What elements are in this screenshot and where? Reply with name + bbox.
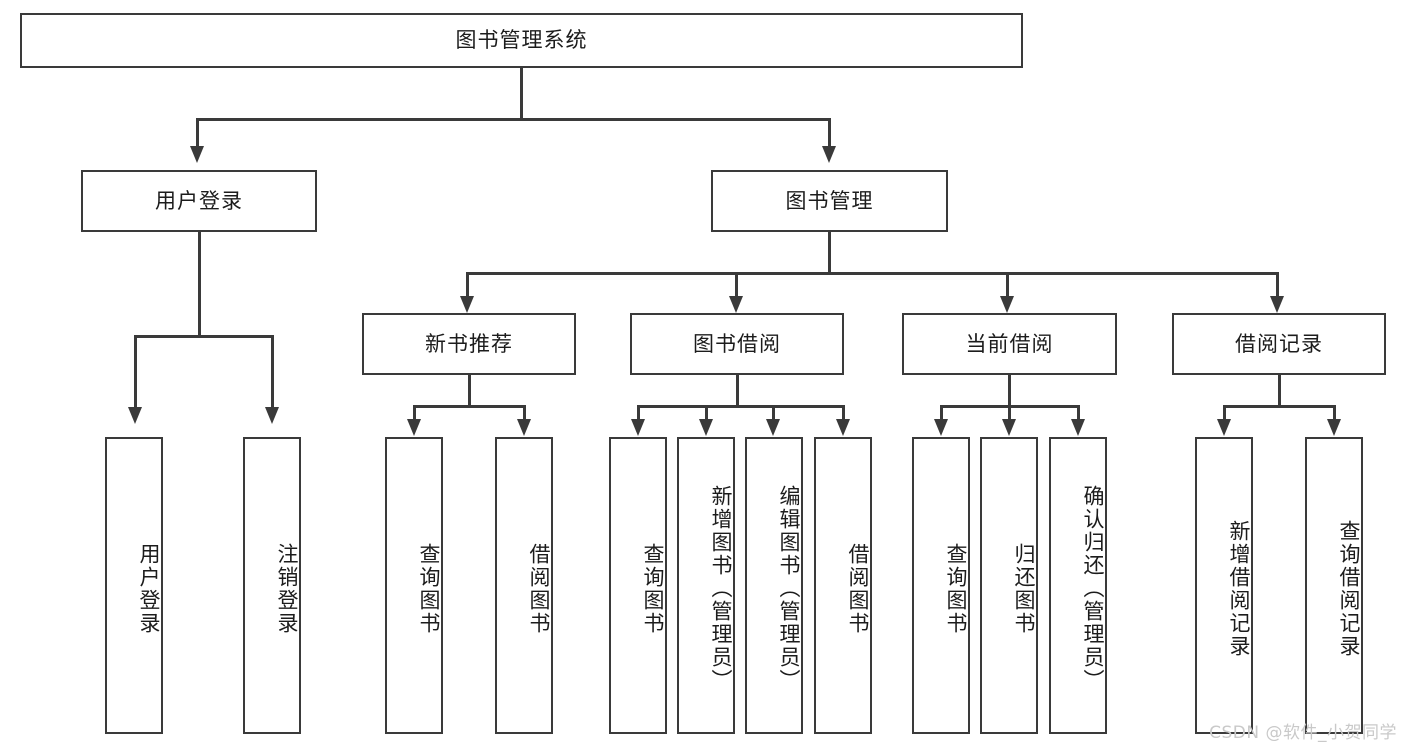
leaf-current-query-book[interactable]: 查询图书 [912, 437, 970, 734]
connector-borrow-drop-3 [772, 405, 775, 419]
node-root-system[interactable]: 图书管理系统 [20, 13, 1023, 68]
node-label: 查询图书 [417, 542, 441, 635]
connector-user-login-stem [198, 232, 201, 335]
node-label: 借阅图书 [527, 542, 551, 635]
connector-record-drop-1 [1223, 405, 1226, 419]
connector-book-manage-stem [828, 232, 831, 272]
arrow-record-child-1 [1217, 419, 1231, 436]
node-label: 借阅图书 [846, 542, 870, 635]
node-label: 借阅记录 [1235, 331, 1323, 356]
leaf-borrow-add-book[interactable]: 新增图书（管理员） [677, 437, 735, 734]
connector-root-drop-right [828, 118, 831, 146]
node-new-book-recommend[interactable]: 新书推荐 [362, 313, 576, 375]
connector-level3-drop-1 [466, 272, 469, 296]
leaf-borrow-query-book[interactable]: 查询图书 [609, 437, 667, 734]
arrow-current-child-2 [1002, 419, 1016, 436]
leaf-recommend-query-book[interactable]: 查询图书 [385, 437, 443, 734]
arrow-current-child-3 [1071, 419, 1085, 436]
node-label: 编辑图书（管理员） [777, 485, 801, 692]
node-label: 新书推荐 [425, 331, 513, 356]
leaf-logout[interactable]: 注销登录 [243, 437, 301, 734]
arrow-borrow-child-2 [699, 419, 713, 436]
arrow-current-child-1 [934, 419, 948, 436]
connector-root-bus [196, 118, 830, 121]
arrow-to-user-login [190, 146, 204, 163]
arrow-record-child-2 [1327, 419, 1341, 436]
connector-recommend-bus [413, 405, 526, 408]
arrow-recommend-child-1 [407, 419, 421, 436]
connector-recommend-drop-2 [523, 405, 526, 419]
node-label: 查询图书 [944, 542, 968, 635]
node-label: 图书管理系统 [455, 28, 588, 53]
leaf-borrow-edit-book[interactable]: 编辑图书（管理员） [745, 437, 803, 734]
connector-current-drop-1 [940, 405, 943, 419]
arrow-borrow-child-4 [836, 419, 850, 436]
connector-borrow-drop-4 [842, 405, 845, 419]
leaf-record-add-record[interactable]: 新增借阅记录 [1195, 437, 1253, 734]
arrow-borrow-child-1 [631, 419, 645, 436]
node-label: 查询借阅记录 [1337, 519, 1361, 658]
arrow-to-book-manage [822, 146, 836, 163]
connector-record-bus [1223, 405, 1336, 408]
node-label: 注销登录 [275, 542, 299, 635]
connector-current-drop-3 [1077, 405, 1080, 419]
connector-root-drop-left [196, 118, 199, 146]
connector-root-stem [520, 68, 523, 118]
leaf-borrow-borrow-book[interactable]: 借阅图书 [814, 437, 872, 734]
node-current-borrow[interactable]: 当前借阅 [902, 313, 1117, 375]
node-label: 归还图书 [1012, 542, 1036, 635]
connector-recommend-drop-1 [413, 405, 416, 419]
node-label: 确认归还（管理员） [1081, 485, 1105, 692]
connector-borrow-stem [736, 375, 739, 407]
node-label: 新增图书（管理员） [709, 485, 733, 692]
node-book-borrow[interactable]: 图书借阅 [630, 313, 844, 375]
connector-borrow-drop-2 [705, 405, 708, 419]
connector-current-stem [1008, 375, 1011, 407]
csdn-watermark: CSDN @软件_小贺同学 [1209, 723, 1397, 743]
connector-user-login-bus [134, 335, 274, 338]
connector-borrow-bus [637, 405, 845, 408]
arrow-to-borrow-record [1270, 296, 1284, 313]
node-label: 图书管理 [785, 188, 874, 213]
arrow-to-leaf-user-login [128, 407, 142, 424]
node-label: 当前借阅 [965, 331, 1054, 356]
connector-level3-drop-4 [1276, 272, 1279, 296]
node-borrow-record[interactable]: 借阅记录 [1172, 313, 1386, 375]
connector-user-login-drop-1 [134, 335, 137, 407]
arrow-to-leaf-logout [265, 407, 279, 424]
node-user-login[interactable]: 用户登录 [81, 170, 317, 232]
connector-level3-drop-3 [1006, 272, 1009, 296]
leaf-recommend-borrow-book[interactable]: 借阅图书 [495, 437, 553, 734]
connector-user-login-drop-2 [271, 335, 274, 407]
connector-record-stem [1278, 375, 1281, 407]
leaf-current-confirm-return[interactable]: 确认归还（管理员） [1049, 437, 1107, 734]
connector-level3-drop-2 [735, 272, 738, 296]
connector-current-drop-2 [1008, 405, 1011, 419]
arrow-to-current-borrow [1000, 296, 1014, 313]
node-label: 用户登录 [137, 542, 161, 635]
node-label: 用户登录 [155, 188, 243, 213]
node-label: 图书借阅 [693, 331, 781, 356]
connector-record-drop-2 [1333, 405, 1336, 419]
leaf-current-return-book[interactable]: 归还图书 [980, 437, 1038, 734]
connector-borrow-drop-1 [637, 405, 640, 419]
arrow-to-book-borrow [729, 296, 743, 313]
node-book-manage[interactable]: 图书管理 [711, 170, 948, 232]
node-label: 查询图书 [641, 542, 665, 635]
leaf-record-query-record[interactable]: 查询借阅记录 [1305, 437, 1363, 734]
arrow-to-new-book-recommend [460, 296, 474, 313]
arrow-recommend-child-2 [517, 419, 531, 436]
connector-recommend-stem [468, 375, 471, 407]
node-label: 新增借阅记录 [1227, 519, 1251, 658]
leaf-user-login[interactable]: 用户登录 [105, 437, 163, 734]
arrow-borrow-child-3 [766, 419, 780, 436]
connector-level3-bus [466, 272, 1278, 275]
